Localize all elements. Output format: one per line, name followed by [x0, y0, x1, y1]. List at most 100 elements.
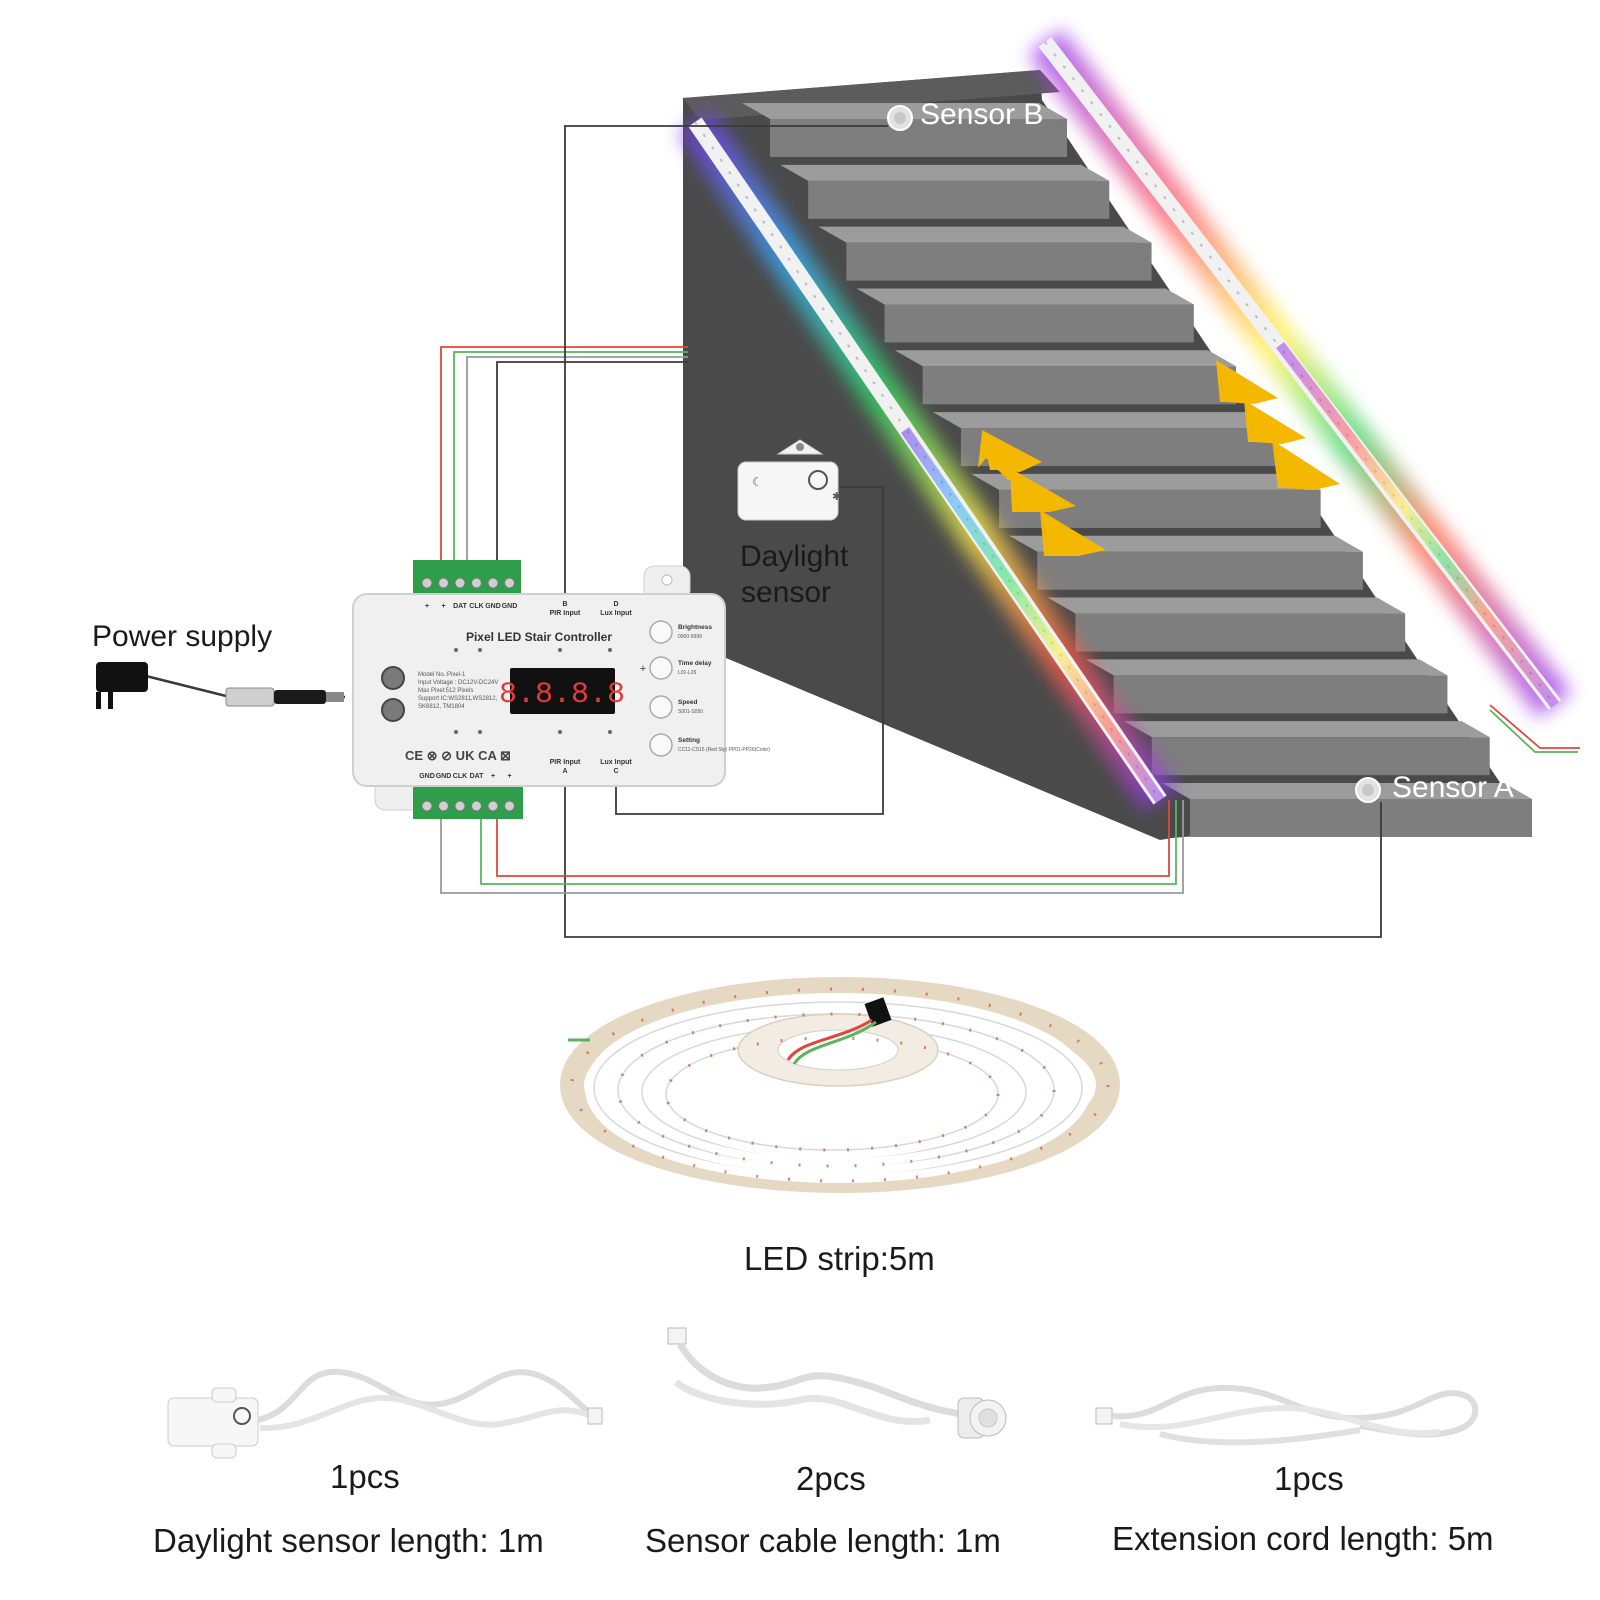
wiring — [145, 125, 1580, 938]
bottom-input-name: PIR Input — [550, 759, 581, 766]
stair-tread — [780, 164, 1110, 181]
stair-tread — [894, 350, 1237, 367]
stair-tread — [971, 473, 1321, 490]
stair-riser — [1151, 737, 1490, 776]
wire-gray-top — [466, 356, 688, 573]
bottom-terminal-label: GND — [419, 773, 435, 780]
wire-green-bottom — [480, 800, 1177, 885]
power-adapter — [96, 662, 344, 709]
top-input-name: Lux Input — [600, 610, 632, 617]
daylight-sensor-caption: Daylight sensor length: 1m — [153, 1522, 544, 1559]
controller-display: 8.8.8.8 — [499, 678, 625, 712]
stair-tread — [856, 288, 1194, 305]
terminal-screw — [454, 577, 466, 589]
bottom-input-name: Lux Input — [600, 759, 632, 766]
button-name: Setting — [678, 737, 700, 744]
wire-daylight — [615, 486, 884, 815]
svg-text:☾: ☾ — [752, 475, 763, 489]
stair-tread — [1162, 783, 1532, 799]
led-strip-left — [678, 110, 1177, 812]
accessory-sensor-cable — [667, 1327, 1007, 1439]
staircase — [683, 70, 1532, 840]
wire-gray-bottom — [440, 800, 1184, 894]
top-input-sub: D — [613, 601, 618, 608]
top-input-name: PIR Input — [550, 610, 581, 617]
sensor-cable-caption: Sensor cable length: 1m — [645, 1522, 1001, 1559]
top-terminal-label: + — [425, 603, 429, 610]
bottom-terminal-label: DAT — [470, 773, 485, 780]
stair-riser — [1113, 675, 1448, 714]
wire-right-end — [1489, 704, 1580, 749]
led-strip-caption: LED strip:5m — [744, 1240, 935, 1277]
sensor-a-label: Sensor A — [1392, 771, 1514, 804]
terminal-screw — [487, 577, 499, 589]
terminal-screw — [438, 577, 449, 589]
svg-text:✱: ✱ — [832, 490, 841, 503]
button-symbol: + — [640, 663, 646, 675]
accessory-daylight-sensor — [167, 1368, 603, 1459]
controller-spec-line: Input Voltage : DC12V-DC24V — [418, 680, 498, 686]
terminal-screw — [438, 800, 449, 812]
wire-sensor-a — [564, 785, 1382, 938]
daylight-sensor-device: ☾ ✱ — [737, 439, 841, 521]
button-range: 0000-9999 — [678, 634, 702, 640]
controller-spec-line: Support IC:WS2811,WS2812, — [418, 696, 498, 702]
led-strip-right — [1028, 29, 1572, 718]
button-range: CC11-CS15 (Red Sty) PP01-PP26(Color) — [678, 747, 770, 753]
sensor-a — [1355, 777, 1381, 803]
controller-spec-line: SK6812, TM1804 — [418, 704, 465, 710]
button-name: Brightness — [678, 624, 712, 631]
wire-sensor-b — [564, 125, 888, 596]
bottom-input-sub: A — [562, 768, 567, 775]
terminal-screw — [421, 800, 433, 812]
wire-red-top — [440, 346, 688, 573]
extension-cord-qty: 1pcs — [1274, 1460, 1344, 1497]
stair-tread — [1123, 721, 1490, 738]
button-name: Time delay — [678, 660, 712, 667]
controller-spec-line: Max Pixel:512 Pixels — [418, 688, 473, 694]
stair-riser — [846, 242, 1152, 281]
stair-tread — [1085, 659, 1448, 676]
led-strip-reel — [560, 977, 1120, 1193]
bottom-input-sub: C — [613, 768, 618, 775]
sensor-cable-qty: 2pcs — [796, 1460, 866, 1497]
wire-red-bottom — [496, 800, 1170, 877]
daylight-sensor-label-line2: sensor — [741, 576, 832, 609]
stair-tread — [932, 412, 1279, 429]
top-terminal-label: GND — [485, 603, 501, 610]
button-name: Speed — [678, 699, 698, 706]
button-range: S001-S050 — [678, 709, 703, 715]
stair-riser — [1037, 551, 1363, 590]
sensor-b-label: Sensor B — [920, 98, 1044, 131]
sensor-b — [887, 105, 913, 131]
stair-tread — [818, 226, 1152, 243]
top-terminal-label: DAT — [453, 603, 468, 610]
bottom-terminal-label: CLK — [453, 773, 467, 780]
controller-cert-marks: CE ⊗ ⊘ UK CA ⊠ — [405, 748, 511, 763]
bottom-terminal-label: + — [507, 773, 511, 780]
stair-controller — [352, 560, 726, 819]
top-terminal-label: + — [441, 603, 445, 610]
terminal-screw — [471, 800, 482, 812]
button-range: L01-L26 — [678, 670, 697, 676]
top-terminal-label: GND — [502, 603, 518, 610]
terminal-screw — [487, 800, 499, 812]
daylight-sensor-qty: 1pcs — [330, 1458, 400, 1495]
top-terminal-label: CLK — [469, 603, 483, 610]
terminal-screw — [504, 577, 515, 589]
stair-riser — [922, 366, 1237, 405]
terminal-screw — [504, 800, 515, 812]
controller-title: Pixel LED Stair Controller — [466, 630, 612, 644]
wire-black-top — [496, 361, 688, 573]
terminal-screw — [454, 800, 466, 812]
stair-tread — [1047, 597, 1406, 614]
terminal-screw — [471, 577, 482, 589]
daylight-sensor-label-line1: Daylight — [740, 540, 849, 573]
terminal-screw — [421, 577, 433, 589]
motion-arrows-left — [978, 430, 1106, 556]
stair-riser — [1075, 613, 1406, 652]
bottom-terminal-label: + — [491, 773, 495, 780]
bottom-terminal-label: GND — [436, 773, 452, 780]
stair-riser — [1190, 799, 1532, 837]
